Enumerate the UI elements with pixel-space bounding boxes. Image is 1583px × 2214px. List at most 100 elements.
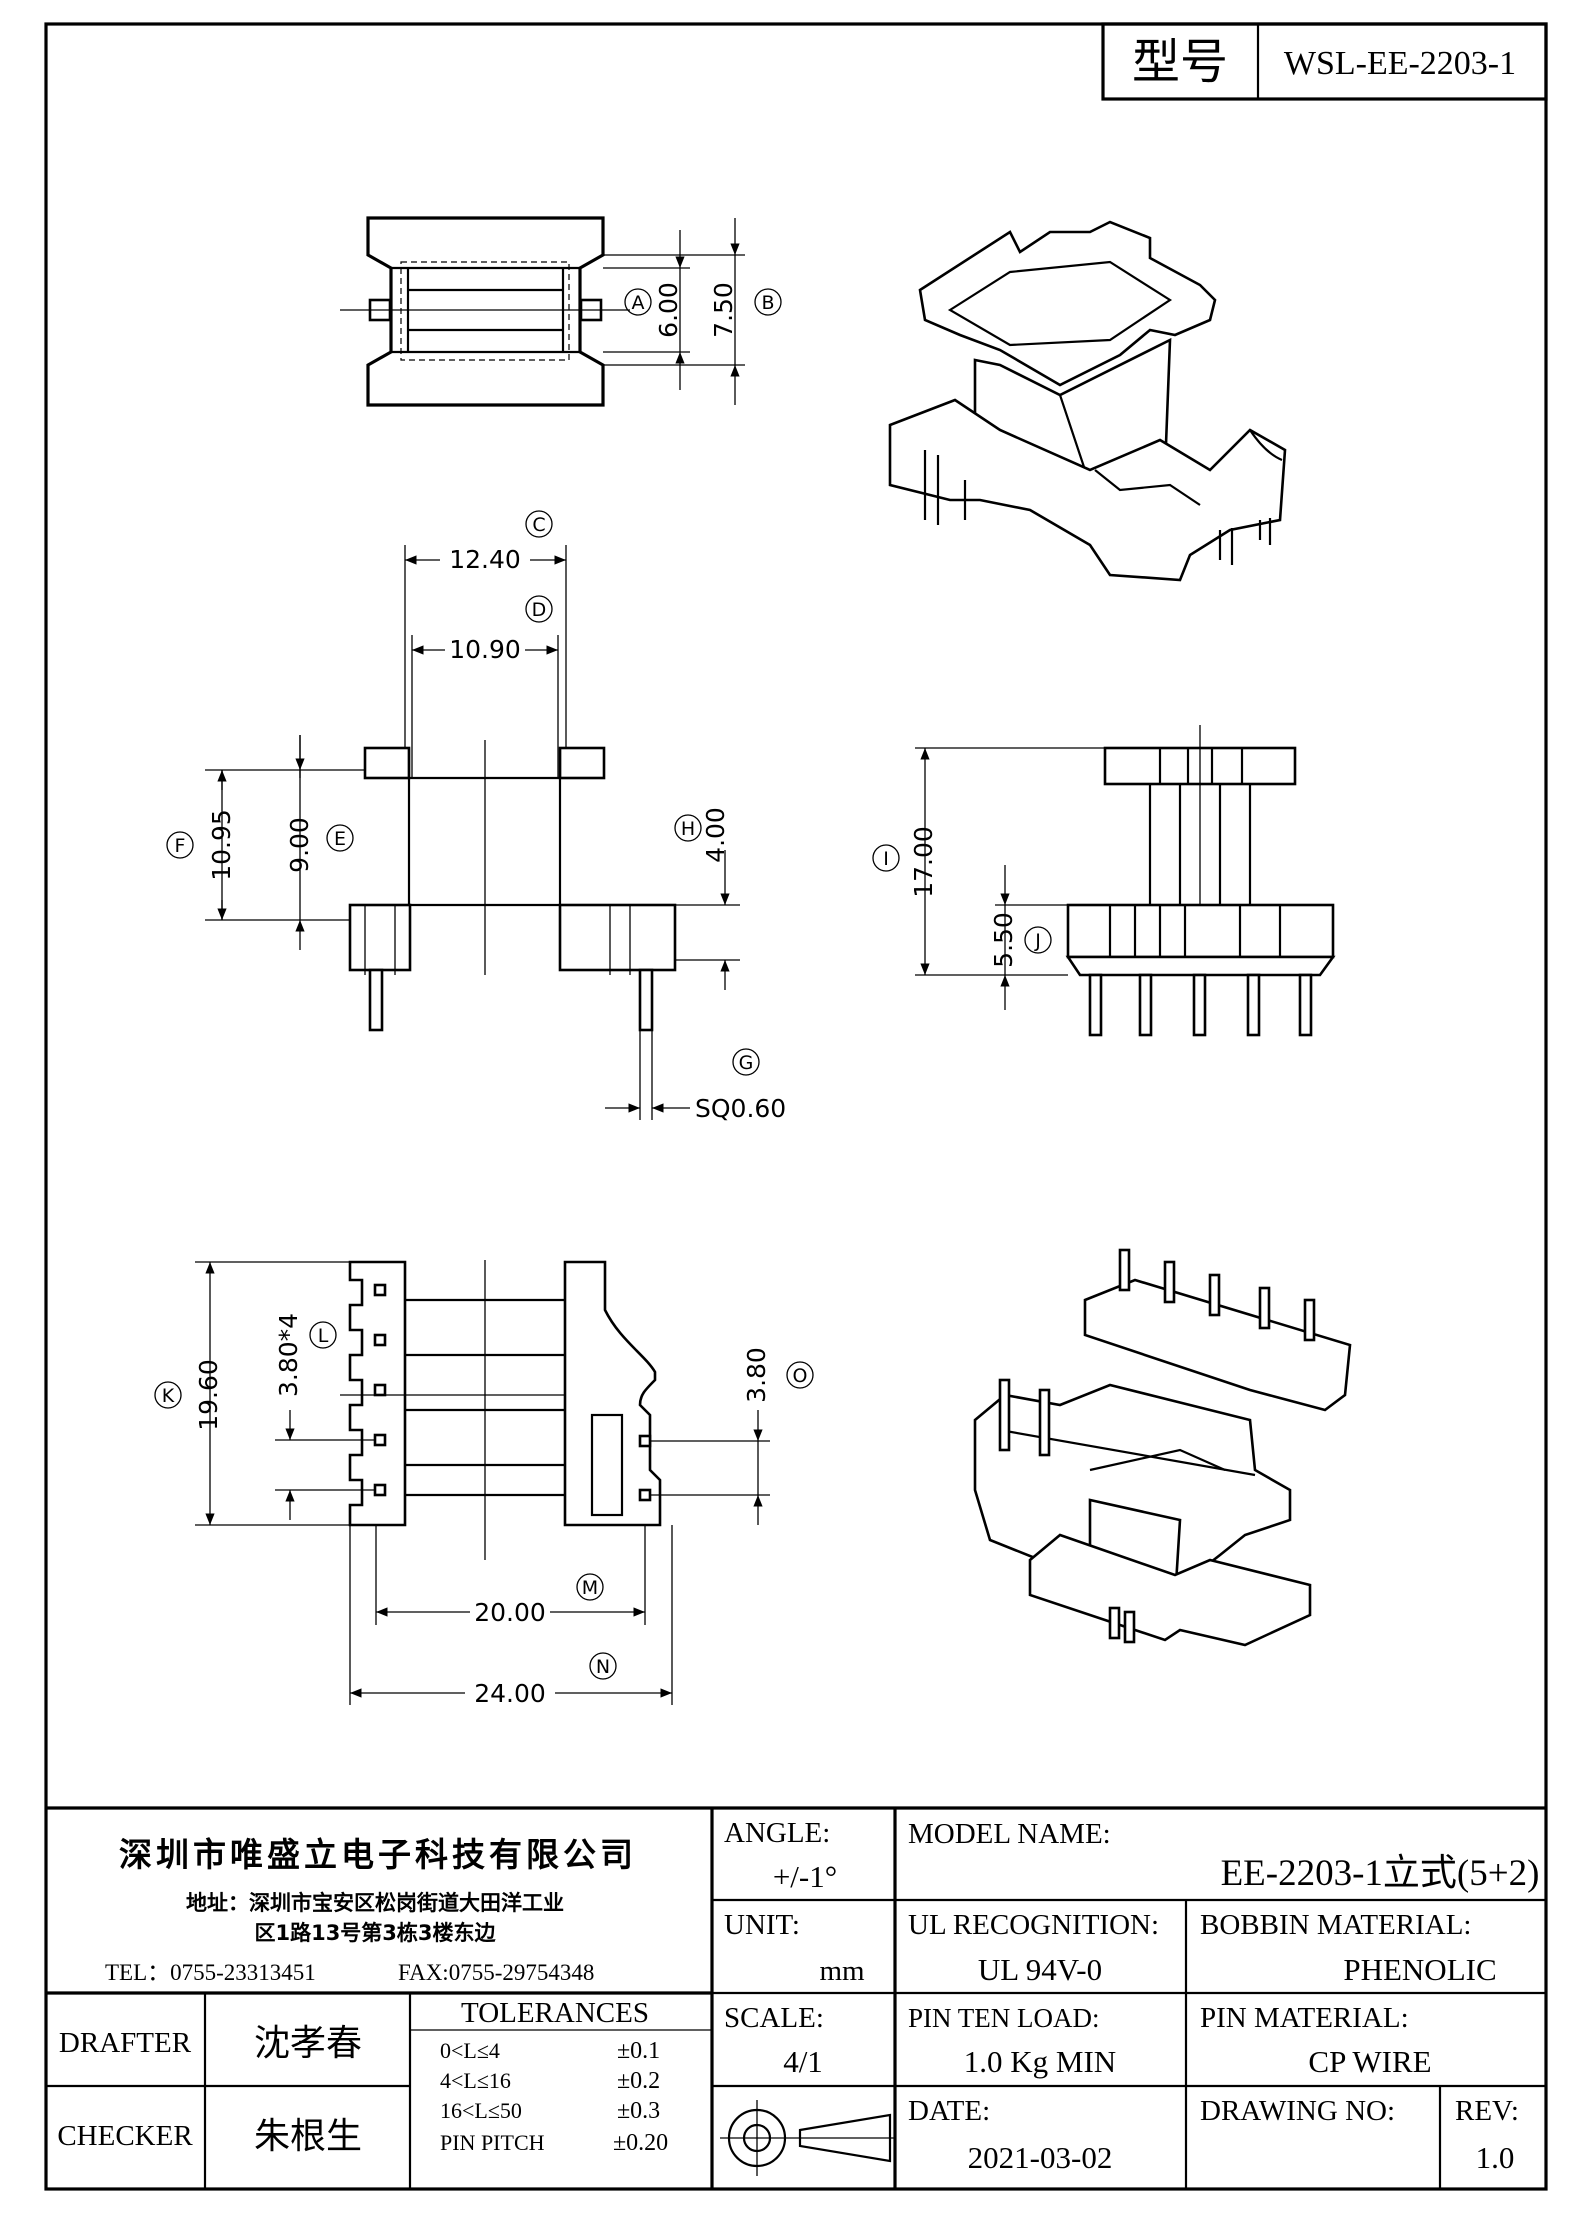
pin-material-label: PIN MATERIAL:: [1200, 2002, 1409, 2034]
checker-label: CHECKER: [57, 2120, 193, 2152]
label-A: A: [624, 288, 652, 316]
angle-value: +/-1°: [773, 1859, 837, 1894]
svg-text:±0.20: ±0.20: [613, 2130, 668, 2156]
scale-value: 4/1: [783, 2044, 823, 2079]
svg-text:B: B: [761, 292, 774, 314]
svg-text:O: O: [793, 1365, 808, 1387]
model-header-value: WSL-EE-2203-1: [1284, 45, 1516, 82]
unit-label: UNIT:: [724, 1909, 800, 1941]
svg-text:H: H: [681, 818, 695, 840]
dim-D-value: 10.90: [449, 635, 521, 664]
company-name: 深圳市唯盛立电子科技有限公司: [119, 1835, 637, 1874]
dim-H-value: 4.00: [701, 807, 730, 863]
angle-label: ANGLE:: [724, 1817, 830, 1849]
top-view: 6.00 7.50 A B: [340, 216, 782, 407]
svg-text:L: L: [318, 1325, 329, 1347]
model-name-label: MODEL NAME:: [908, 1818, 1111, 1850]
dim-G-value: SQ0.60: [695, 1094, 786, 1123]
dim-B-value: 7.50: [709, 282, 738, 338]
label-M: M: [576, 1573, 604, 1601]
bottom-view: 19.60 K 3.80*4 L 3.80 O 20.00 M 24.00 N: [154, 1260, 814, 1708]
svg-text:F: F: [175, 835, 186, 857]
svg-text:G: G: [739, 1052, 754, 1074]
pin-load-value: 1.0 Kg MIN: [964, 2044, 1116, 2079]
title-block: 深圳市唯盛立电子科技有限公司 地址：深圳市宝安区松岗街道大田洋工业 区1路13号…: [46, 1806, 1546, 2189]
svg-text:I: I: [883, 848, 889, 870]
model-header-label: 型号: [1132, 36, 1228, 89]
front-view: 12.40 10.90 C D 10.95 9.00 F E 4.00 H SQ: [166, 510, 786, 1123]
bobbin-label: BOBBIN MATERIAL:: [1200, 1909, 1471, 1941]
dim-K-value: 19.60: [194, 1359, 223, 1431]
pin-load-label: PIN TEN LOAD:: [908, 2003, 1100, 2033]
label-O: O: [786, 1361, 814, 1389]
tolerance-row: 16<L≤50 ±0.3: [440, 2098, 660, 2124]
company-tel: TEL：0755-23313451: [105, 1960, 316, 1985]
svg-text:D: D: [532, 599, 547, 621]
dim-M-value: 20.00: [474, 1598, 546, 1627]
label-H: H: [674, 814, 702, 842]
label-J: J: [1024, 926, 1052, 954]
company-fax: FAX:0755-29754348: [398, 1960, 594, 1985]
svg-text:4<L≤16: 4<L≤16: [440, 2068, 511, 2093]
tolerance-row: 4<L≤16 ±0.2: [440, 2068, 660, 2094]
tolerance-row: PIN PITCH ±0.20: [440, 2130, 668, 2156]
svg-text:J: J: [1034, 930, 1041, 952]
tolerance-row: 0<L≤4 ±0.1: [440, 2038, 660, 2064]
projection-symbol: [720, 2100, 895, 2176]
isometric-view-bottom: [973, 1248, 1352, 1647]
svg-text:M: M: [582, 1577, 598, 1599]
svg-text:K: K: [162, 1385, 175, 1407]
tolerances-label: TOLERANCES: [461, 1997, 649, 2029]
rev-value: 1.0: [1476, 2140, 1515, 2175]
svg-text:±0.3: ±0.3: [617, 2098, 660, 2124]
drawing-no-label: DRAWING NO:: [1200, 2095, 1395, 2127]
label-I: I: [872, 844, 900, 872]
company-address-2: 区1路13号第3栋3楼东边: [254, 1921, 496, 1945]
sheet-border: [44, 22, 1548, 2191]
svg-text:A: A: [632, 292, 645, 314]
svg-text:±0.1: ±0.1: [617, 2038, 660, 2064]
label-F: F: [166, 831, 194, 859]
dim-L-value: 3.80*4: [274, 1313, 303, 1397]
dim-N-value: 24.00: [474, 1679, 546, 1708]
label-C: C: [525, 510, 553, 538]
rev-label: REV:: [1455, 2095, 1519, 2127]
svg-text:PIN PITCH: PIN PITCH: [440, 2130, 545, 2155]
svg-text:E: E: [334, 828, 346, 850]
dim-F-value: 10.95: [207, 809, 236, 881]
checker-value: 朱根生: [254, 2116, 362, 2157]
drafter-label: DRAFTER: [59, 2027, 192, 2059]
dim-E-value: 9.00: [285, 817, 314, 873]
unit-value: mm: [819, 1955, 865, 1987]
svg-text:16<L≤50: 16<L≤50: [440, 2098, 522, 2123]
model-header-box: 型号 WSL-EE-2203-1: [1101, 22, 1548, 101]
dim-A-value: 6.00: [654, 282, 683, 338]
label-B: B: [754, 288, 782, 316]
bobbin-value: PHENOLIC: [1343, 1952, 1496, 1987]
pin-material-value: CP WIRE: [1308, 2044, 1431, 2079]
isometric-view-top: [888, 220, 1287, 582]
ul-label: UL RECOGNITION:: [908, 1909, 1159, 1941]
label-D: D: [525, 595, 553, 623]
svg-text:0<L≤4: 0<L≤4: [440, 2038, 500, 2063]
dim-C-value: 12.40: [449, 545, 521, 574]
drafter-value: 沈孝春: [254, 2023, 362, 2064]
label-N: N: [589, 1652, 617, 1680]
dim-J-value: 5.50: [989, 912, 1018, 968]
label-K: K: [154, 1381, 182, 1409]
company-address-1: 地址：深圳市宝安区松岗街道大田洋工业: [186, 1891, 564, 1915]
svg-text:N: N: [596, 1656, 610, 1678]
date-value: 2021-03-02: [968, 2140, 1113, 2175]
label-G: G: [732, 1048, 760, 1076]
scale-label: SCALE:: [724, 2002, 824, 2034]
model-name-value: EE-2203-1立式(5+2): [1221, 1852, 1540, 1894]
svg-text:±0.2: ±0.2: [617, 2068, 660, 2094]
label-L: L: [309, 1321, 337, 1349]
ul-value: UL 94V-0: [978, 1952, 1102, 1987]
svg-text:C: C: [532, 514, 545, 536]
date-label: DATE:: [908, 2095, 990, 2127]
side-view: 17.00 I 5.50 J: [872, 725, 1336, 1037]
dim-I-value: 17.00: [909, 826, 938, 898]
label-E: E: [326, 824, 354, 852]
